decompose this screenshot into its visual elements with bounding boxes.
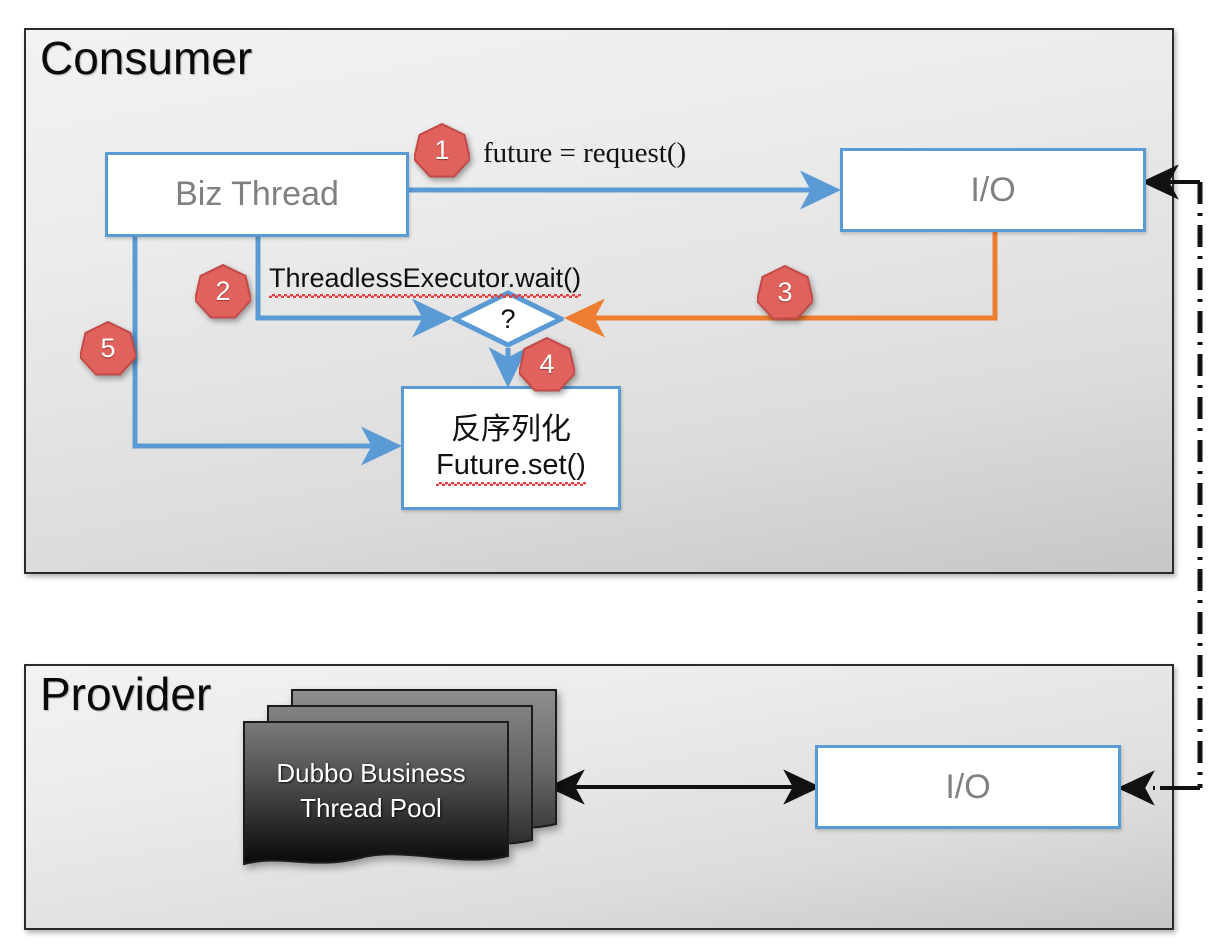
provider-io-label: I/O (945, 767, 991, 806)
step-badge-3: 3 (755, 264, 815, 320)
dubbo-thread-pool-stack[interactable]: Dubbo Business Thread Pool (240, 686, 560, 891)
provider-io-box[interactable]: I/O (815, 745, 1121, 829)
step-badge-5: 5 (78, 320, 138, 376)
biz-thread-label: Biz Thread (175, 175, 339, 213)
biz-thread-box[interactable]: Biz Thread (105, 152, 409, 237)
step-badge-2: 2 (193, 263, 253, 319)
step-badge-4: 4 (517, 336, 577, 392)
step-badge-1: 1 (412, 122, 472, 178)
provider-panel-title: Provider (40, 668, 212, 720)
annotation-threadless-wait: ThreadlessExecutor.wait() (269, 263, 582, 298)
annotation-future-request: future = request() (483, 137, 687, 169)
consumer-io-box[interactable]: I/O (840, 148, 1146, 232)
deserialize-label-cn: 反序列化 (451, 411, 571, 447)
decision-label: ? (500, 303, 516, 334)
deserialize-label-en: Future.set() (436, 449, 586, 487)
decision-diamond[interactable]: ? (452, 290, 564, 348)
deserialize-box[interactable]: 反序列化 Future.set() (401, 386, 621, 510)
consumer-io-label: I/O (970, 170, 1016, 209)
consumer-panel-title: Consumer (40, 32, 253, 84)
